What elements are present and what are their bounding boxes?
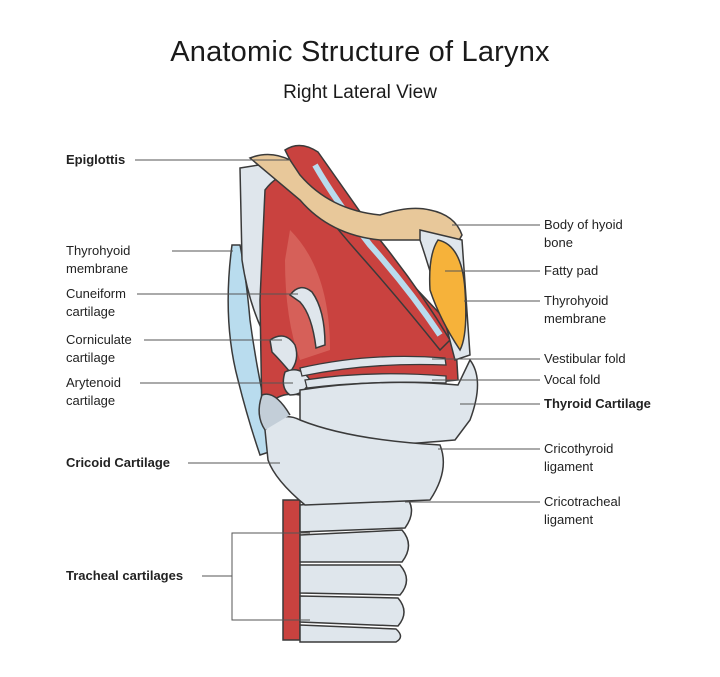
label-tracheal: Tracheal cartilages [66, 568, 184, 583]
label-cuneiform-1: Cuneiform [66, 286, 126, 301]
label-vestibular-fold: Vestibular fold [544, 351, 626, 366]
label-arytenoid-1: Arytenoid [66, 375, 121, 390]
diagram-title: Anatomic Structure of Larynx [170, 36, 550, 68]
corniculate-shape [269, 335, 298, 374]
label-cuneiform-2: cartilage [66, 304, 116, 319]
label-thyroid-cartilage: Thyroid Cartilage [544, 396, 651, 411]
diagram-subtitle: Right Lateral View [283, 82, 437, 103]
label-thyrohyoid-membrane-left-1: Thyrohyoid [66, 243, 131, 258]
cricoid-cartilage-shape [264, 415, 445, 506]
label-cricothyroid-1: Cricothyroid [544, 441, 614, 456]
label-corniculate-2: cartilage [66, 350, 116, 365]
hyoid-bone-shape [248, 153, 463, 245]
label-vocal-fold: Vocal fold [544, 372, 601, 387]
label-fatty-pad: Fatty pad [544, 263, 599, 278]
fatty-pad-shape [428, 239, 467, 352]
label-epiglottis: Epiglottis [66, 152, 126, 167]
label-cricothyroid-2: ligament [544, 459, 594, 474]
label-arytenoid-2: cartilage [66, 393, 116, 408]
label-cricotracheal-2: ligament [544, 512, 594, 527]
tracheal-rings [299, 494, 413, 643]
label-thyrohyoid-membrane-right-1: Thyrohyoid [544, 293, 609, 308]
label-hyoid-1: Body of hyoid [544, 217, 623, 232]
vestibular-fold-shape [299, 355, 447, 377]
label-cricotracheal-1: Cricotracheal [544, 494, 621, 509]
label-thyrohyoid-membrane-right-2: membrane [544, 311, 607, 326]
label-cricoid: Cricoid Cartilage [66, 455, 171, 470]
epiglottis-shape [284, 144, 451, 352]
label-thyrohyoid-membrane-left-2: membrane [66, 261, 129, 276]
cuneiform-shape [288, 286, 326, 350]
trachea-posterior-wall [282, 499, 301, 641]
label-hyoid-2: bone [544, 235, 573, 250]
leader-lines [135, 159, 540, 621]
label-corniculate-1: Corniculate [66, 332, 132, 347]
